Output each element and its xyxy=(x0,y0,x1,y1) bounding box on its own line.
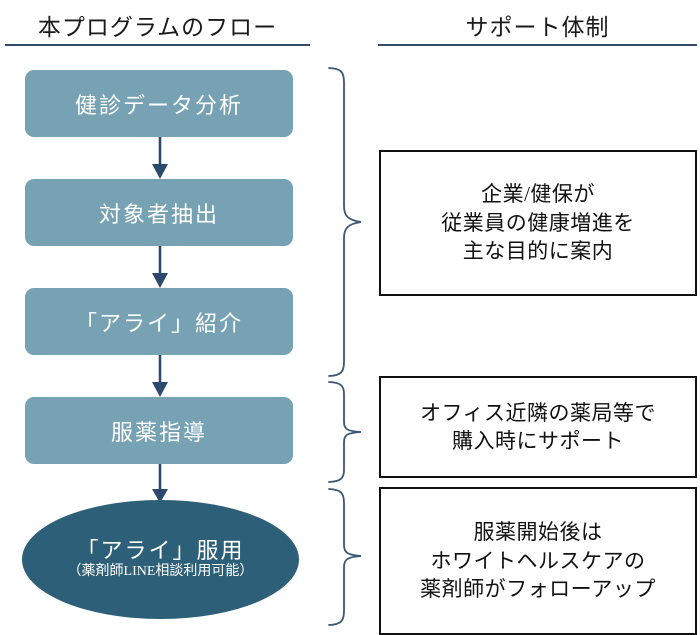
arrow-step4-to-final xyxy=(152,464,168,503)
flow-step-2-label: 対象者抽出 xyxy=(98,201,219,227)
support-box-2-line-2: 購入時にサポート xyxy=(452,429,624,453)
flow-final-sublabel: （薬剤師LINE相談利用可能） xyxy=(67,564,254,580)
right-header-underline xyxy=(378,44,697,46)
flow-step-4-label: 服薬指導 xyxy=(110,419,207,445)
support-box-1[interactable]: 企業/健保が 従業員の健康増進を 主な目的に案内 xyxy=(379,150,697,296)
flow-step-3-label: 「アライ」紹介 xyxy=(74,310,243,336)
support-box-3-line-3: 薬剤師がフォローアップ xyxy=(420,577,656,602)
support-box-3[interactable]: 服薬開始後は ホワイトヘルスケアの 薬剤師がフォローアップ xyxy=(379,487,697,635)
support-box-2-line-1: オフィス近隣の薬局等で xyxy=(419,400,657,425)
arrow-step3-to-step4 xyxy=(152,355,168,397)
support-box-3-line-2: ホワイトヘルスケアの xyxy=(430,548,646,573)
support-box-1-line-3: 主な目的に案内 xyxy=(462,239,614,264)
brace-to-support-box-2 xyxy=(328,381,362,483)
flow-step-1[interactable]: 健診データ分析 xyxy=(25,70,293,137)
left-column-header: 本プログラムのフロー xyxy=(37,15,278,40)
flow-step-4[interactable]: 服薬指導 xyxy=(25,397,293,464)
brace-to-support-box-3 xyxy=(328,488,362,626)
flow-step-1-label: 健診データ分析 xyxy=(74,92,243,118)
left-header-underline xyxy=(5,44,310,46)
arrow-step2-to-step3 xyxy=(152,246,168,288)
support-box-1-line-1: 企業/健保が xyxy=(481,182,595,207)
right-column-header: サポート体制 xyxy=(465,15,610,40)
flow-final-ellipse[interactable]: 「アライ」服用 （薬剤師LINE相談利用可能） xyxy=(22,500,299,619)
flow-step-2[interactable]: 対象者抽出 xyxy=(25,179,293,246)
flow-step-3[interactable]: 「アライ」紹介 xyxy=(25,288,293,355)
support-box-3-line-1: 服薬開始後は xyxy=(473,520,603,545)
support-box-2[interactable]: オフィス近隣の薬局等で 購入時にサポート xyxy=(379,376,697,478)
support-box-1-line-2: 従業員の健康増進を xyxy=(441,210,635,235)
flow-final-label: 「アライ」服用 xyxy=(76,537,245,563)
arrow-step1-to-step2 xyxy=(152,137,168,179)
brace-to-support-box-1 xyxy=(328,67,362,377)
